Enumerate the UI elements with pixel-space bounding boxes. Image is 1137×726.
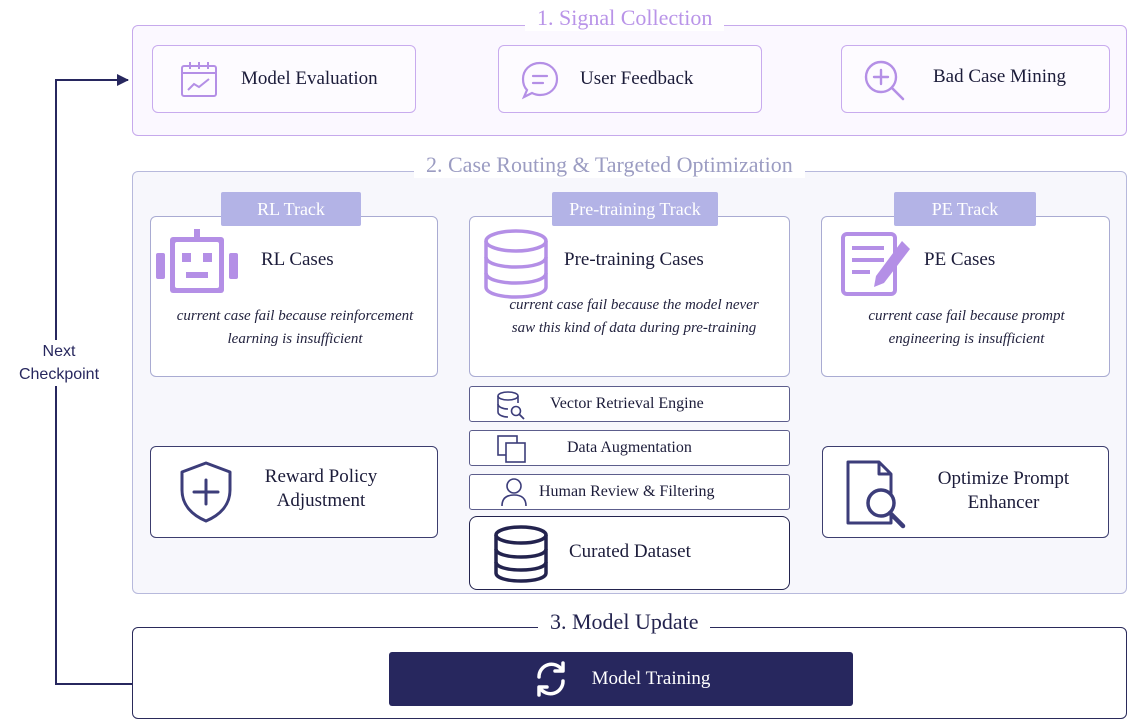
pretraining-cases-card[interactable]: Pre-training Cases current case fail bec… xyxy=(469,216,790,377)
database-search-icon xyxy=(496,390,526,420)
optimize-prompt-enhancer-box[interactable]: Optimize Prompt Enhancer xyxy=(822,446,1109,538)
model-update-title: 3. Model Update xyxy=(538,609,711,635)
human-review-filtering-label: Human Review & Filtering xyxy=(539,483,715,500)
document-search-icon xyxy=(845,459,911,529)
bad-case-mining-label: Bad Case Mining xyxy=(933,66,1066,87)
pe-cases-card[interactable]: PE Cases current case fail because promp… xyxy=(821,216,1110,377)
bad-case-mining-box[interactable]: Bad Case Mining xyxy=(841,45,1110,113)
reward-policy-adjustment-label: Reward Policy Adjustment xyxy=(264,466,378,511)
signal-collection-title: 1. Signal Collection xyxy=(525,5,725,31)
pretraining-cases-title: Pre-training Cases xyxy=(564,249,704,270)
reward-policy-adjustment-box[interactable]: Reward Policy Adjustment xyxy=(150,446,438,538)
data-augmentation-label: Data Augmentation xyxy=(567,439,692,456)
optimize-prompt-enhancer-label: Optimize Prompt Enhancer xyxy=(937,468,1070,513)
zoom-in-icon xyxy=(862,58,906,102)
copy-icon xyxy=(496,434,528,464)
pretraining-cases-description: current case fail because the model neve… xyxy=(509,297,759,336)
model-training-label: Model Training xyxy=(591,668,711,689)
document-edit-icon xyxy=(840,231,918,299)
chart-calendar-icon xyxy=(179,60,219,100)
user-feedback-label: User Feedback xyxy=(580,68,694,89)
rl-cases-description: current case fail because reinforcement … xyxy=(176,308,414,347)
model-training-button[interactable]: Model Training xyxy=(389,652,853,706)
human-review-filtering-box[interactable]: Human Review & Filtering xyxy=(469,474,790,510)
next-checkpoint-label: Next Checkpoint xyxy=(8,340,110,386)
tab-rl-track[interactable]: RL Track xyxy=(221,192,361,226)
chat-bubble-icon xyxy=(519,59,561,101)
data-augmentation-box[interactable]: Data Augmentation xyxy=(469,430,790,466)
pe-cases-title: PE Cases xyxy=(924,249,996,270)
case-routing-title: 2. Case Routing & Targeted Optimization xyxy=(414,152,805,178)
robot-icon xyxy=(156,229,238,299)
rl-cases-card[interactable]: RL Cases current case fail because reinf… xyxy=(150,216,438,377)
tab-pe-track[interactable]: PE Track xyxy=(894,192,1036,226)
rl-cases-title: RL Cases xyxy=(261,249,334,270)
vector-retrieval-engine-label: Vector Retrieval Engine xyxy=(550,395,704,412)
model-evaluation-label: Model Evaluation xyxy=(241,68,378,89)
pe-cases-description: current case fail because prompt enginee… xyxy=(868,308,1065,347)
tab-pretraining-track[interactable]: Pre-training Track xyxy=(552,192,718,226)
refresh-icon xyxy=(532,660,570,698)
curated-dataset-label: Curated Dataset xyxy=(569,541,691,562)
database-icon xyxy=(482,229,550,301)
vector-retrieval-engine-box[interactable]: Vector Retrieval Engine xyxy=(469,386,790,422)
database-icon xyxy=(492,525,550,585)
shield-plus-icon xyxy=(177,460,235,524)
user-icon xyxy=(500,477,528,507)
user-feedback-box[interactable]: User Feedback xyxy=(498,45,762,113)
model-evaluation-box[interactable]: Model Evaluation xyxy=(152,45,416,113)
curated-dataset-box[interactable]: Curated Dataset xyxy=(469,516,790,590)
